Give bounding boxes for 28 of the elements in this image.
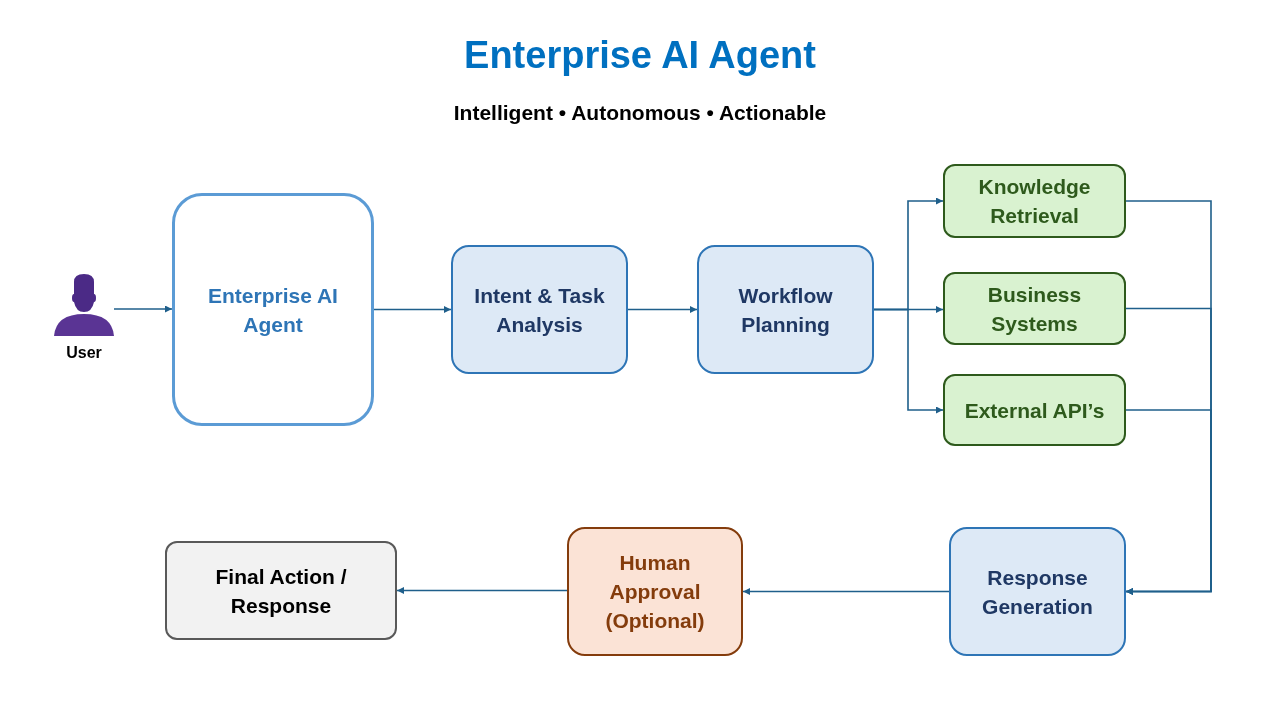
arrow [396,587,568,594]
arrow [113,305,173,313]
box-label: Business Systems [986,281,1083,337]
box-label: Knowledge Retrieval [977,174,1092,229]
process-box [943,272,1126,345]
process-box [165,541,397,640]
user-label: User [66,344,102,362]
process-box [949,527,1126,656]
box-label: Intent & Task Analysis [473,282,606,338]
box-label: Enterprise AI Agent [207,282,339,338]
box-label: External API’s [964,397,1105,424]
arrow [873,308,944,414]
arrow [742,588,950,595]
arrow [627,306,698,313]
process-box [172,193,374,426]
box-label: Workflow Planning [737,282,834,338]
process-box [697,245,874,374]
box-label: Human Approval (Optional) [604,550,706,634]
box-label: Final Action / Response [214,563,348,619]
process-box [943,374,1126,446]
process-box [451,245,628,374]
subtitle: Intelligent • Autonomous • Actionable [452,101,828,125]
process-box [567,527,743,656]
arrow [373,306,452,313]
arrow [1125,409,1212,595]
box-label: Response Generation [981,564,1094,620]
process-box [943,164,1126,238]
title: Enterprise AI Agent [463,34,817,77]
